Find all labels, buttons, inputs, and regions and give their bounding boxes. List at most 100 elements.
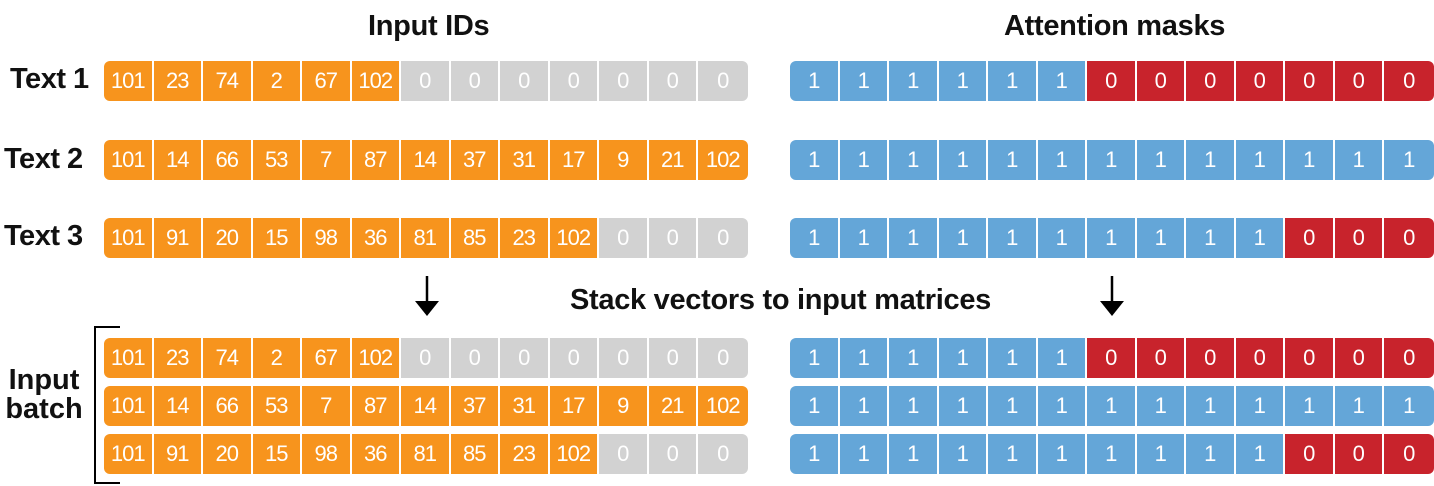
token-id-cell: 102 — [351, 338, 401, 378]
attend-mask-cell: 1 — [889, 386, 939, 426]
masked-mask-cell: 0 — [1384, 61, 1434, 101]
token-id-cell: 14 — [401, 140, 451, 180]
padding-id-cell: 0 — [500, 338, 550, 378]
token-id-cell: 20 — [203, 218, 253, 258]
token-id-cell: 14 — [401, 386, 451, 426]
attend-mask-cell: 1 — [889, 140, 939, 180]
attend-mask-cell: 1 — [889, 434, 939, 474]
attend-mask-cell: 1 — [988, 434, 1038, 474]
token-id-cell: 102 — [549, 218, 599, 258]
padding-id-cell: 0 — [549, 338, 599, 378]
attend-mask-cell: 1 — [889, 218, 939, 258]
attend-mask-cell: 1 — [988, 338, 1038, 378]
padding-id-cell: 0 — [648, 434, 698, 474]
masked-mask-cell: 0 — [1285, 434, 1335, 474]
attend-mask-cell: 1 — [1136, 218, 1186, 258]
masked-mask-cell: 0 — [1285, 61, 1335, 101]
token-id-cell: 53 — [252, 140, 302, 180]
attention-masks-heading: Attention masks — [1004, 10, 1226, 42]
token-id-cell: 21 — [648, 140, 698, 180]
token-id-cell: 23 — [500, 218, 550, 258]
attend-mask-cell: 1 — [1037, 386, 1087, 426]
attend-mask-cell: 1 — [1384, 386, 1434, 426]
attend-mask-cell: 1 — [1384, 140, 1434, 180]
token-id-cell: 17 — [549, 140, 599, 180]
masked-mask-cell: 0 — [1186, 338, 1236, 378]
token-id-cell: 102 — [549, 434, 599, 474]
padding-id-cell: 0 — [450, 338, 500, 378]
token-id-cell: 66 — [203, 386, 253, 426]
token-id-cell: 7 — [302, 140, 352, 180]
token-id-cell: 15 — [252, 434, 302, 474]
attend-mask-cell: 1 — [1087, 434, 1137, 474]
row-label-text-1: Text 1 — [10, 63, 89, 95]
input-ids-heading: Input IDs — [368, 10, 490, 42]
token-id-cell: 2 — [252, 338, 302, 378]
token-id-cell: 9 — [599, 386, 649, 426]
attend-mask-cell: 1 — [1037, 434, 1087, 474]
attend-mask-cell: 1 — [938, 386, 988, 426]
stack-caption: Stack vectors to input matrices — [570, 284, 992, 316]
padding-id-cell: 0 — [450, 61, 500, 101]
attend-mask-cell: 1 — [988, 61, 1038, 101]
masked-mask-cell: 0 — [1334, 434, 1384, 474]
token-id-cell: 67 — [302, 61, 352, 101]
attend-mask-cell: 1 — [938, 434, 988, 474]
token-id-cell: 81 — [401, 218, 451, 258]
attend-mask-cell: 1 — [1087, 140, 1137, 180]
token-id-cell: 21 — [648, 386, 698, 426]
attend-mask-cell: 1 — [790, 218, 840, 258]
token-id-cell: 74 — [203, 338, 253, 378]
attend-mask-cell: 1 — [889, 338, 939, 378]
token-id-cell: 23 — [500, 434, 550, 474]
masked-mask-cell: 0 — [1285, 218, 1335, 258]
masked-mask-cell: 0 — [1334, 338, 1384, 378]
attend-mask-cell: 1 — [1186, 386, 1236, 426]
padding-id-cell: 0 — [401, 61, 451, 101]
padding-id-cell: 0 — [401, 338, 451, 378]
attend-mask-cell: 1 — [1285, 140, 1335, 180]
token-id-cell: 101 — [104, 140, 154, 180]
token-id-cell: 37 — [450, 140, 500, 180]
attend-mask-cell: 1 — [1285, 386, 1335, 426]
token-id-cell: 101 — [104, 218, 154, 258]
token-id-cell: 53 — [252, 386, 302, 426]
padding-id-cell: 0 — [599, 61, 649, 101]
attend-mask-cell: 1 — [938, 140, 988, 180]
padding-id-cell: 0 — [648, 218, 698, 258]
attend-mask-cell: 1 — [839, 140, 889, 180]
token-id-cell: 31 — [500, 386, 550, 426]
token-id-cell: 85 — [450, 218, 500, 258]
token-id-cell: 66 — [203, 140, 253, 180]
attend-mask-cell: 1 — [839, 386, 889, 426]
token-id-cell: 74 — [203, 61, 253, 101]
token-id-cell: 87 — [351, 386, 401, 426]
token-id-cell: 31 — [500, 140, 550, 180]
masked-mask-cell: 0 — [1186, 61, 1236, 101]
attend-mask-cell: 1 — [839, 434, 889, 474]
attend-mask-cell: 1 — [839, 338, 889, 378]
padding-id-cell: 0 — [599, 434, 649, 474]
attend-mask-cell: 1 — [1136, 140, 1186, 180]
masked-mask-cell: 0 — [1285, 338, 1335, 378]
token-id-cell: 102 — [698, 386, 748, 426]
token-id-cell: 14 — [153, 386, 203, 426]
token-id-cell: 2 — [252, 61, 302, 101]
attend-mask-cell: 1 — [1235, 434, 1285, 474]
attend-mask-cell: 1 — [790, 338, 840, 378]
padding-id-cell: 0 — [698, 434, 748, 474]
attend-mask-cell: 1 — [1087, 218, 1137, 258]
attend-mask-cell: 1 — [839, 61, 889, 101]
token-id-cell: 101 — [104, 434, 154, 474]
attend-mask-cell: 1 — [1037, 140, 1087, 180]
masked-mask-cell: 0 — [1235, 61, 1285, 101]
token-id-cell: 36 — [351, 434, 401, 474]
attend-mask-cell: 1 — [1186, 140, 1236, 180]
masked-mask-cell: 0 — [1136, 338, 1186, 378]
